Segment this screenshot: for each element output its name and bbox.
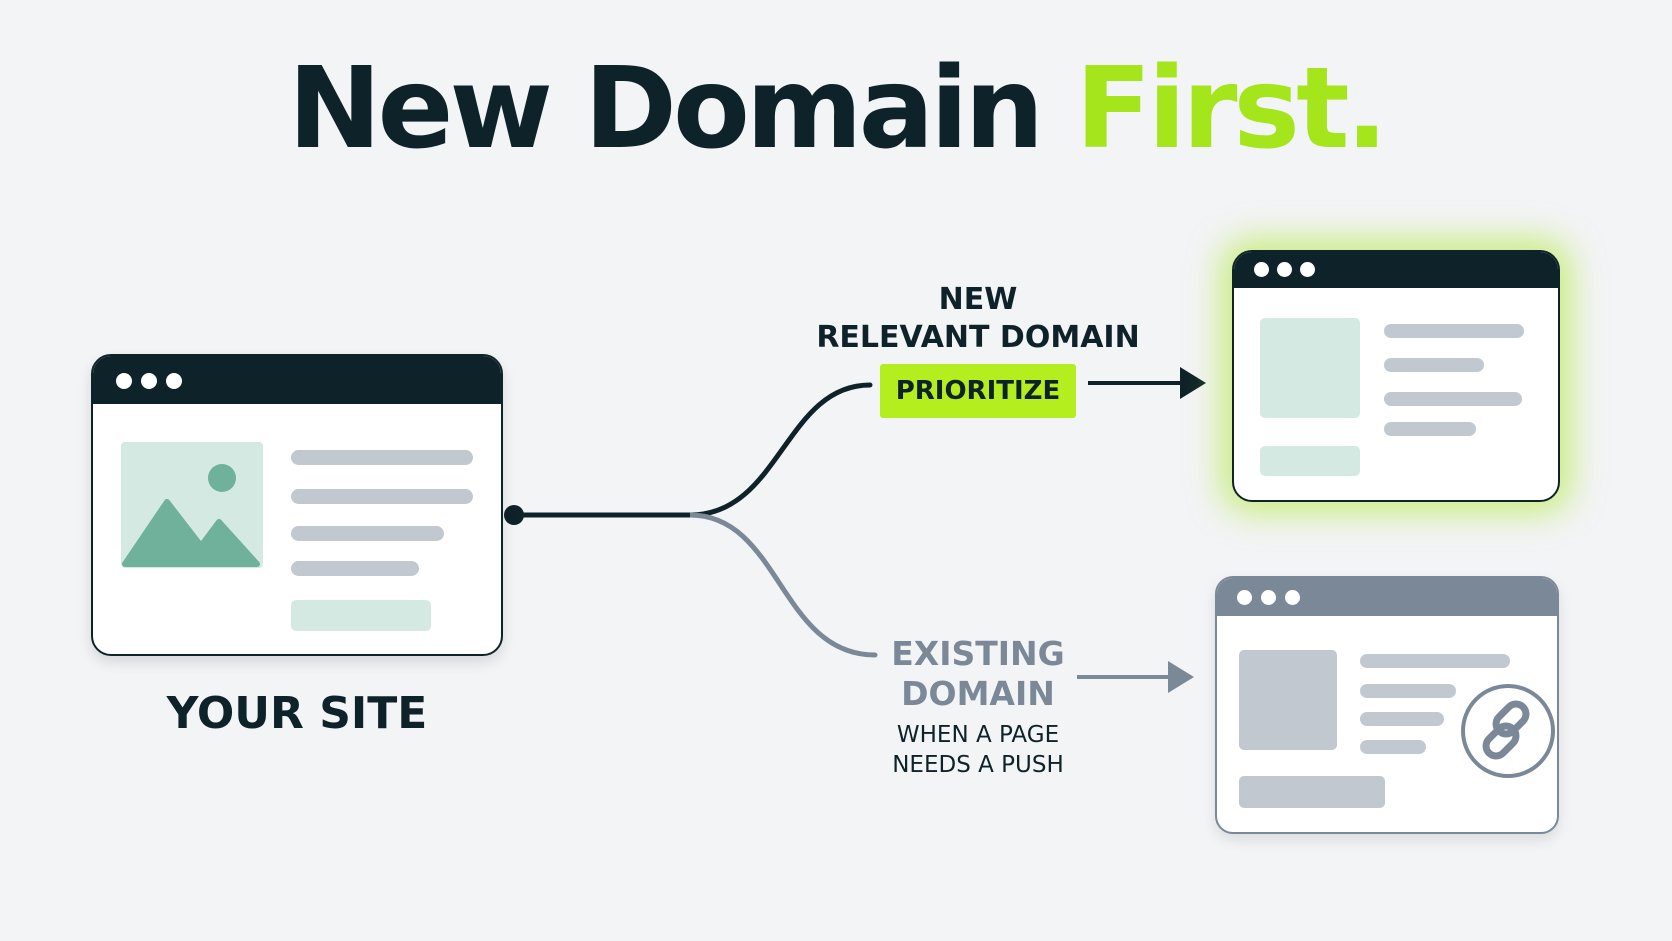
text-line-placeholder [1360, 712, 1444, 726]
title-main: New Domain [287, 44, 1044, 174]
image-placeholder [121, 442, 263, 568]
text-line-placeholder [1384, 358, 1484, 372]
button-placeholder [1260, 446, 1360, 476]
arrow-right-icon-new-domain [1088, 367, 1206, 399]
text-line-placeholder [1360, 654, 1510, 668]
text-line-placeholder [1384, 422, 1476, 436]
button-placeholder [1239, 776, 1385, 808]
existing-domain-label-line2: DOMAIN [901, 674, 1055, 713]
prioritize-badge: PRIORITIZE [880, 364, 1076, 418]
window-dot [1237, 590, 1252, 605]
text-line-placeholder [291, 561, 419, 576]
your-site-label: YOUR SITE [166, 688, 428, 739]
mountain-image-icon [122, 464, 260, 567]
text-line-placeholder [1360, 684, 1456, 698]
existing-domain-label-line1: EXISTING [891, 634, 1065, 673]
text-line-placeholder [1384, 392, 1522, 406]
origin-dot [504, 505, 524, 525]
existing-domain-window [1215, 576, 1559, 834]
text-line-placeholder [291, 450, 473, 465]
window-dot [1300, 262, 1315, 277]
window-dot [1261, 590, 1276, 605]
new-domain-window [1232, 250, 1560, 502]
window-title-bar [93, 356, 501, 404]
branch-line-new-domain [513, 382, 873, 518]
existing-domain-note-line1: WHEN A PAGE [896, 722, 1060, 748]
window-dot [1254, 262, 1269, 277]
new-domain-label-line2: RELEVANT DOMAIN [816, 320, 1140, 355]
image-placeholder [1260, 318, 1360, 418]
window-dot [1277, 262, 1292, 277]
text-line-placeholder [291, 489, 473, 504]
text-line-placeholder [1360, 740, 1426, 754]
chain-link-icon [1461, 684, 1555, 778]
your-site-window [91, 354, 503, 656]
image-placeholder [1239, 650, 1337, 750]
existing-domain-note-line2: NEEDS A PUSH [892, 752, 1064, 778]
text-line-placeholder [291, 526, 444, 541]
branch-line-existing-domain [687, 512, 878, 658]
text-line-placeholder [1384, 324, 1524, 338]
button-placeholder [291, 600, 431, 631]
window-dot [116, 373, 132, 389]
window-dot [166, 373, 182, 389]
new-domain-label-line1: NEW [938, 282, 1018, 317]
window-dot [141, 373, 157, 389]
title-accent: First. [1075, 44, 1388, 174]
page-title: New Domain First. [0, 47, 1672, 171]
arrow-right-icon-existing-domain [1077, 661, 1194, 693]
window-dot [1285, 590, 1300, 605]
